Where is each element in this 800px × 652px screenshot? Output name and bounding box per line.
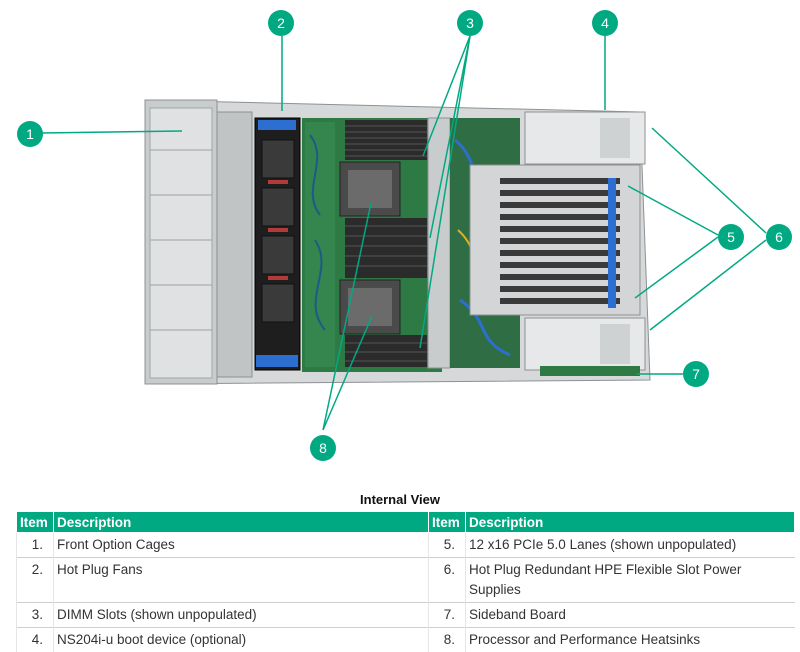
svg-text:2: 2 (277, 15, 285, 31)
item-description: Hot Plug Fans (54, 558, 429, 603)
callout-5: 5 (718, 224, 744, 250)
table-row: 2. Hot Plug Fans 6. Hot Plug Redundant H… (17, 558, 795, 603)
header-item-right: Item (429, 512, 466, 533)
table-header-row: Item Description Item Description (17, 512, 795, 533)
item-description: Sideband Board (466, 603, 795, 628)
item-number: 2. (17, 558, 54, 603)
callout-6: 6 (766, 224, 792, 250)
item-number: 7. (429, 603, 466, 628)
callout-7: 7 (683, 361, 709, 387)
table-row: 3. DIMM Slots (shown unpopulated) 7. Sid… (17, 603, 795, 628)
svg-text:3: 3 (466, 15, 474, 31)
callout-2: 2 (268, 10, 294, 36)
item-description: Front Option Cages (54, 533, 429, 558)
svg-text:5: 5 (727, 229, 735, 245)
svg-text:6: 6 (775, 229, 783, 245)
svg-text:8: 8 (319, 440, 327, 456)
internal-view-table: Item Description Item Description 1. Fro… (16, 511, 795, 652)
callout-3: 3 (457, 10, 483, 36)
item-number: 6. (429, 558, 466, 603)
item-description: DIMM Slots (shown unpopulated) (54, 603, 429, 628)
hot-plug-fans (255, 118, 300, 370)
item-number: 3. (17, 603, 54, 628)
item-number: 5. (429, 533, 466, 558)
sideband-board (540, 366, 640, 376)
server-internal-diagram: 1 2 3 4 5 6 7 8 (0, 0, 800, 485)
item-number: 1. (17, 533, 54, 558)
header-description-right: Description (466, 512, 795, 533)
table-row: 1. Front Option Cages 5. 12 x16 PCIe 5.0… (17, 533, 795, 558)
table-caption: Internal View (0, 492, 800, 507)
pcie-slots (470, 165, 640, 315)
header-item-left: Item (17, 512, 54, 533)
item-description: 12 x16 PCIe 5.0 Lanes (shown unpopulated… (466, 533, 795, 558)
svg-text:4: 4 (601, 15, 609, 31)
item-description: Hot Plug Redundant HPE Flexible Slot Pow… (466, 558, 795, 603)
svg-text:1: 1 (26, 126, 34, 142)
svg-text:7: 7 (692, 366, 700, 382)
header-description-left: Description (54, 512, 429, 533)
callout-8: 8 (310, 435, 336, 461)
callout-1: 1 (17, 121, 43, 147)
callout-4: 4 (592, 10, 618, 36)
